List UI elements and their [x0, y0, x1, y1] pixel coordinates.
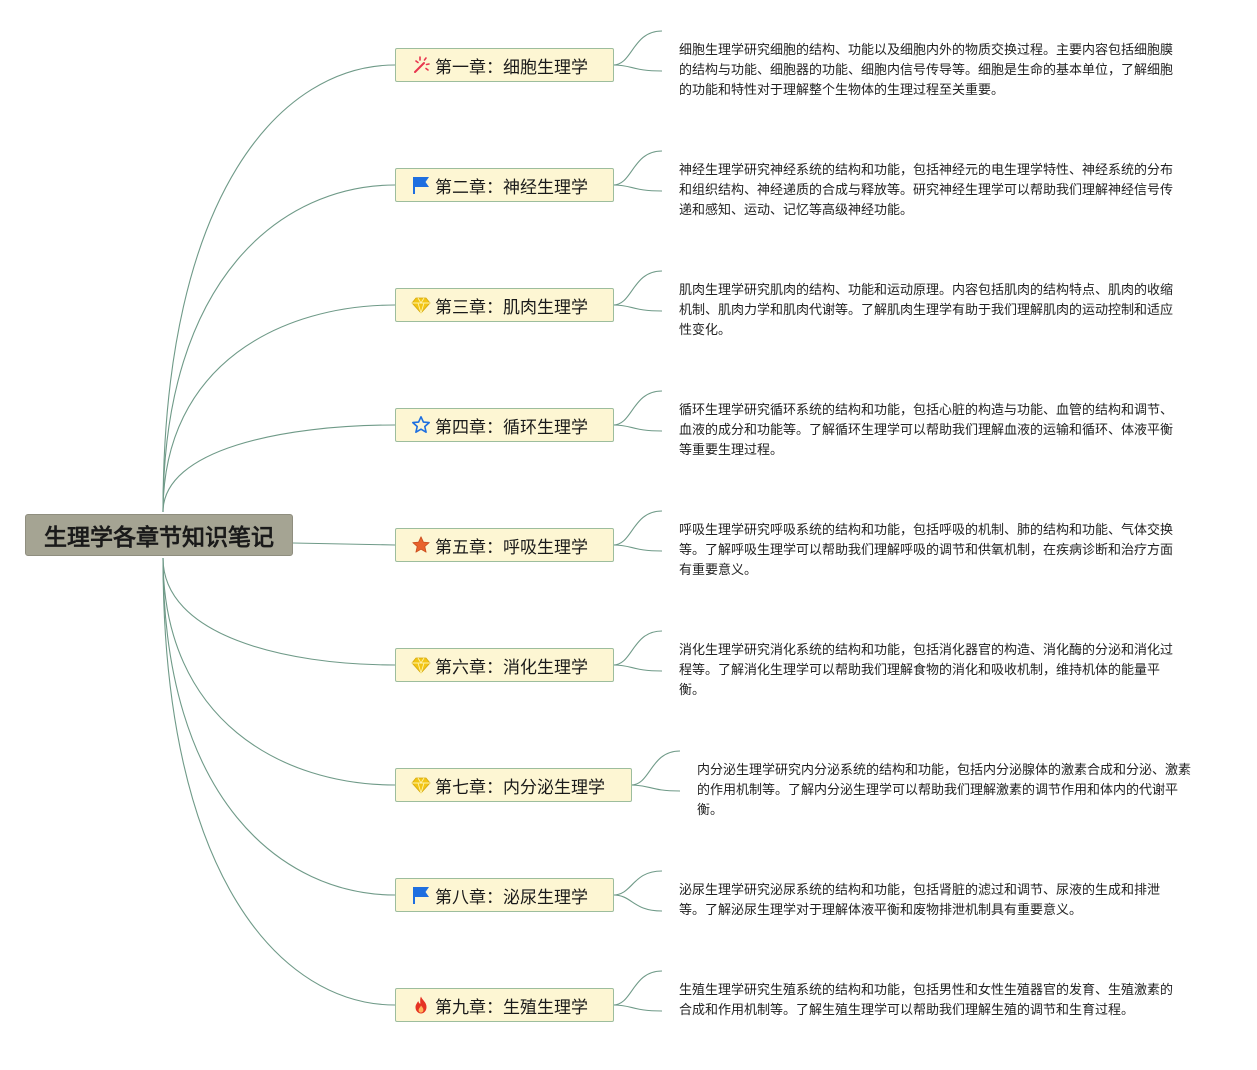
chapter-8-description: 泌尿生理学研究泌尿系统的结构和功能，包括肾脏的滤过和调节、尿液的生成和排泄等。了… — [679, 883, 1161, 918]
flag-icon — [410, 884, 432, 906]
chapter-1-description: 细胞生理学研究细胞的结构、功能以及细胞内外的物质交换过程。主要内容包括细胞膜的结… — [679, 43, 1174, 98]
root-topic[interactable]: 生理学各章节知识笔记 — [25, 514, 293, 556]
chapter-9-description: 生殖生理学研究生殖系统的结构和功能，包括男性和女性生殖器官的发育、生殖激素的合成… — [679, 983, 1174, 1018]
connector-root-chapter-1 — [162, 64, 396, 513]
connector-root-chapter-5 — [292, 542, 396, 546]
diamond-icon — [410, 294, 432, 316]
connector-chapter-9-description — [612, 970, 663, 1012]
chapter-1-title: 第一章：细胞生理学 — [435, 57, 588, 78]
connector-root-chapter-7 — [162, 557, 396, 786]
diamond-icon — [410, 774, 432, 796]
fire-icon — [410, 994, 432, 1016]
connector-root-chapter-3 — [162, 304, 396, 513]
chapter-4-node[interactable]: 第四章：循环生理学 — [395, 408, 614, 442]
diamond-icon — [410, 654, 432, 676]
chapter-4-description: 循环生理学研究循环系统的结构和功能，包括心脏的构造与功能、血管的结构和调节、血液… — [679, 403, 1174, 458]
star-filled-icon — [410, 534, 432, 556]
chapter-9-node[interactable]: 第九章：生殖生理学 — [395, 988, 614, 1022]
chapter-6-description: 消化生理学研究消化系统的结构和功能，包括消化器官的构造、消化酶的分泌和消化过程等… — [679, 643, 1174, 698]
connector-root-chapter-8 — [162, 557, 396, 896]
chapter-2-title: 第二章：神经生理学 — [435, 177, 588, 198]
connector-chapter-7-description — [630, 750, 681, 792]
connector-root-chapter-2 — [162, 184, 396, 513]
chapter-7-title: 第七章：内分泌生理学 — [435, 777, 605, 798]
chapter-5-description: 呼吸生理学研究呼吸系统的结构和功能，包括呼吸的机制、肺的结构和功能、气体交换等。… — [679, 523, 1174, 578]
chapter-2-description: 神经生理学研究神经系统的结构和功能，包括神经元的电生理学特性、神经系统的分布和组… — [679, 163, 1174, 218]
root-title: 生理学各章节知识笔记 — [44, 525, 274, 551]
chapter-6-title: 第六章：消化生理学 — [435, 657, 588, 678]
connector-chapter-3-description — [612, 270, 663, 312]
chapter-9-title: 第九章：生殖生理学 — [435, 997, 588, 1018]
chapter-8-node[interactable]: 第八章：泌尿生理学 — [395, 878, 614, 912]
chapter-3-node[interactable]: 第三章：肌肉生理学 — [395, 288, 614, 322]
connector-chapter-6-description — [612, 630, 663, 672]
connector-root-chapter-4 — [162, 424, 396, 513]
chapter-2-node[interactable]: 第二章：神经生理学 — [395, 168, 614, 202]
star-outline-icon — [410, 414, 432, 436]
chapter-6-node[interactable]: 第六章：消化生理学 — [395, 648, 614, 682]
chapter-5-title: 第五章：呼吸生理学 — [435, 537, 588, 558]
chapter-4-title: 第四章：循环生理学 — [435, 417, 588, 438]
chapter-8-title: 第八章：泌尿生理学 — [435, 887, 588, 908]
chapter-3-title: 第三章：肌肉生理学 — [435, 297, 588, 318]
chapter-5-node[interactable]: 第五章：呼吸生理学 — [395, 528, 614, 562]
connector-root-chapter-6 — [162, 557, 396, 666]
connector-chapter-8-description — [612, 870, 663, 912]
chapter-3-description: 肌肉生理学研究肌肉的结构、功能和运动原理。内容包括肌肉的结构特点、肌肉的收缩机制… — [679, 283, 1174, 338]
connector-root-chapter-9 — [162, 557, 396, 1006]
magic-wand-icon — [410, 54, 432, 76]
flag-icon — [410, 174, 432, 196]
chapter-7-description: 内分泌生理学研究内分泌系统的结构和功能，包括内分泌腺体的激素合成和分泌、激素的作… — [697, 763, 1192, 818]
connector-chapter-5-description — [612, 510, 663, 552]
connector-chapter-4-description — [612, 390, 663, 432]
chapter-1-node[interactable]: 第一章：细胞生理学 — [395, 48, 614, 82]
connector-chapter-1-description — [612, 30, 663, 72]
chapter-7-node[interactable]: 第七章：内分泌生理学 — [395, 768, 632, 802]
connector-chapter-2-description — [612, 150, 663, 192]
